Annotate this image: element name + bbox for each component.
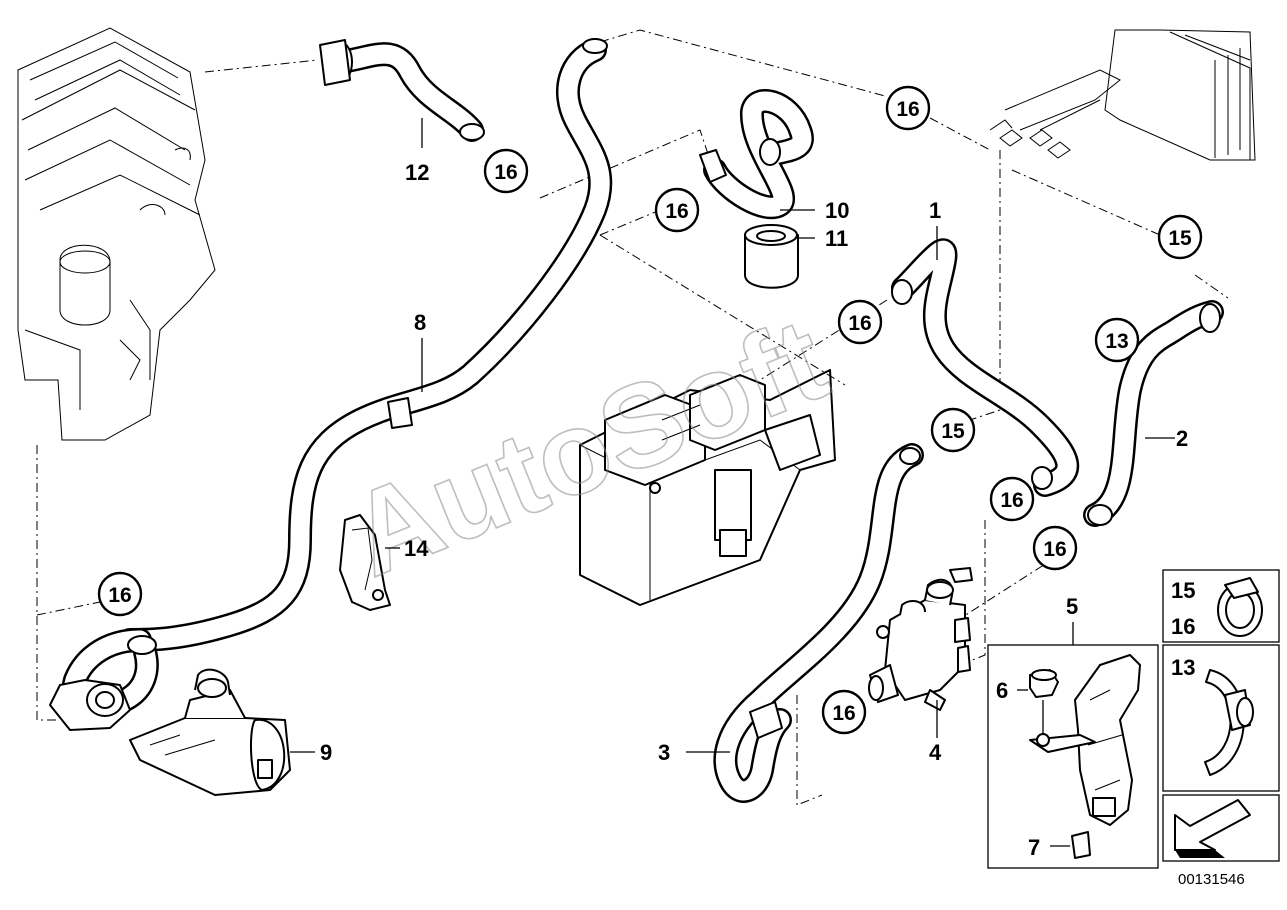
circle-16-center: 16 bbox=[654, 187, 700, 233]
legend-label-16: 16 bbox=[1171, 614, 1195, 639]
document-number: 00131546 bbox=[1178, 871, 1245, 888]
label-10: 10 bbox=[825, 198, 849, 223]
circle-16-left-text: 16 bbox=[108, 584, 131, 607]
auxiliary-heater-illustration bbox=[579, 369, 836, 606]
water-valve-4 bbox=[868, 567, 973, 711]
inset-bracket-5: 6 7 bbox=[987, 622, 1159, 869]
circle-16-hose2-text: 16 bbox=[1043, 538, 1066, 561]
label-5: 5 bbox=[1066, 594, 1078, 619]
fittings bbox=[127, 38, 1221, 739]
label-7: 7 bbox=[1028, 835, 1040, 860]
circle-16-top-right-text: 16 bbox=[896, 98, 919, 121]
circle-15-top: 15 bbox=[1157, 214, 1203, 260]
hose-1 bbox=[891, 238, 1080, 497]
legend-holder: 13 bbox=[1162, 644, 1280, 792]
circle-16-bottom: 16 bbox=[821, 689, 867, 735]
label-1: 1 bbox=[929, 198, 941, 223]
heater-core-illustration bbox=[989, 29, 1256, 161]
legend-label-13: 13 bbox=[1171, 655, 1195, 680]
part-labels: 12 8 10 11 1 2 14 9 3 4 5 bbox=[320, 160, 1188, 765]
legend-arrow bbox=[1162, 794, 1280, 862]
circle-13: 13 bbox=[1094, 317, 1140, 363]
circled-labels: 16 16 16 16 16 16 16 16 bbox=[97, 85, 1203, 735]
circle-16-top-right: 16 bbox=[885, 85, 931, 131]
legend-clamps: 15 16 bbox=[1162, 569, 1280, 643]
bracket-14 bbox=[339, 514, 391, 611]
grommet-11 bbox=[744, 224, 799, 289]
circle-16-right: 16 bbox=[989, 476, 1035, 522]
circle-16-center-text: 16 bbox=[665, 200, 688, 223]
circle-13-text: 13 bbox=[1105, 330, 1128, 353]
label-9: 9 bbox=[320, 740, 332, 765]
engine-block-illustration bbox=[17, 27, 216, 441]
hoses bbox=[59, 38, 1224, 803]
circle-15-top-text: 15 bbox=[1168, 227, 1192, 250]
circle-16-hose1: 16 bbox=[837, 299, 883, 345]
circle-16-hose1-text: 16 bbox=[848, 312, 871, 335]
label-12: 12 bbox=[405, 160, 429, 185]
label-leaders bbox=[290, 118, 1175, 753]
label-8: 8 bbox=[414, 310, 426, 335]
circle-16-left: 16 bbox=[97, 571, 143, 617]
circle-16-top-left: 16 bbox=[483, 148, 529, 194]
label-3: 3 bbox=[658, 740, 670, 765]
circle-16-right-text: 16 bbox=[1000, 489, 1023, 512]
circle-16-top-left-text: 16 bbox=[494, 161, 517, 184]
label-2: 2 bbox=[1176, 426, 1188, 451]
circle-16-bottom-text: 16 bbox=[832, 702, 855, 725]
label-6: 6 bbox=[996, 678, 1008, 703]
circle-15-center-text: 15 bbox=[941, 420, 965, 443]
legend-label-15: 15 bbox=[1171, 578, 1195, 603]
label-11: 11 bbox=[825, 226, 848, 251]
circle-16-hose2: 16 bbox=[1032, 525, 1078, 571]
circle-15-center: 15 bbox=[930, 407, 976, 453]
label-4: 4 bbox=[929, 740, 942, 765]
water-pump-9 bbox=[49, 668, 291, 796]
label-14: 14 bbox=[404, 536, 429, 561]
